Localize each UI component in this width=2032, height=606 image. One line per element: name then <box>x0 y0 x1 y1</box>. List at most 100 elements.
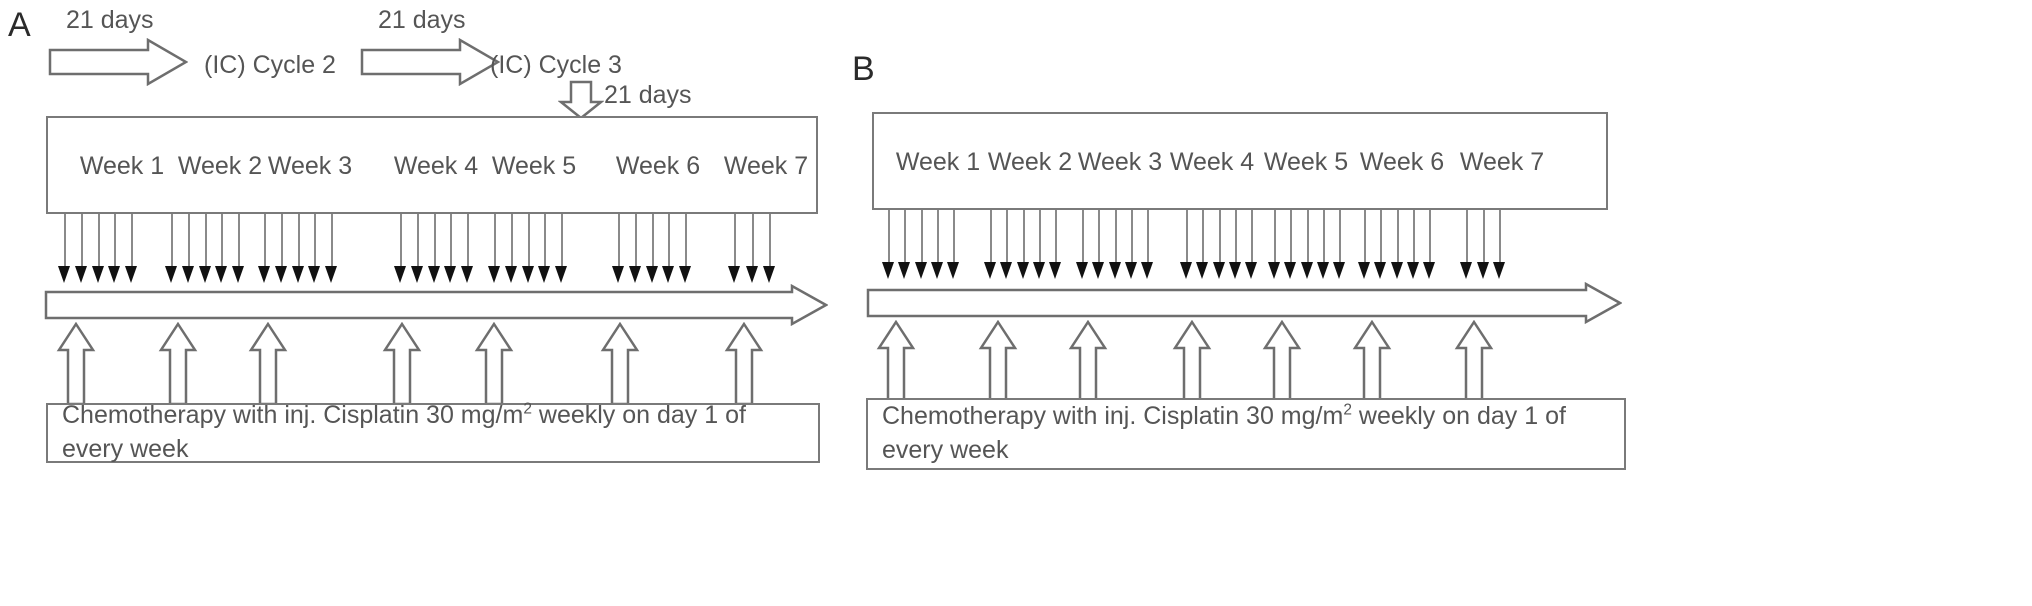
fraction-arrowhead-icon <box>984 262 996 279</box>
fraction-arrowhead-icon <box>1268 262 1280 279</box>
panel-b-chemo-box: Chemotherapy with inj. Cisplatin 30 mg/m… <box>866 398 1626 470</box>
fraction-stem <box>80 214 83 266</box>
radiation-fraction-tick <box>1092 210 1105 279</box>
fraction-arrowhead-icon <box>308 266 321 283</box>
radiation-fraction-tick <box>1460 210 1473 279</box>
radiation-fraction-tick <box>1423 210 1436 279</box>
fraction-stem <box>634 214 637 266</box>
fraction-arrowhead-icon <box>679 266 691 283</box>
radiation-fraction-tick <box>1476 210 1490 279</box>
fraction-arrowhead-icon <box>461 266 473 283</box>
fraction-stem <box>1251 210 1253 262</box>
fraction-stem <box>953 210 955 262</box>
radiation-fraction-tick <box>91 214 105 283</box>
fraction-stem <box>1306 210 1309 262</box>
fraction-arrowhead-icon <box>1245 262 1257 279</box>
radiation-fraction-tick <box>745 214 759 283</box>
radiation-fraction-tick <box>662 214 675 283</box>
panel-a-week-6: Week 6 <box>615 152 701 180</box>
panel-b-fractions-week-7 <box>1460 210 1506 279</box>
fraction-arrowhead-icon <box>745 266 758 283</box>
radiation-fraction-tick <box>1268 210 1281 279</box>
panel-b-fractions-week-2 <box>984 210 1062 279</box>
panel-b-week-label-row: Week 1 Week 2 Week 3 Week 4 Week 5 Week … <box>872 112 1608 210</box>
radiation-fraction-tick <box>1245 210 1258 279</box>
panel-b-week-6: Week 6 <box>1359 148 1445 176</box>
radiation-fraction-tick <box>914 210 928 279</box>
panel-b-week-1: Week 1 <box>895 148 981 176</box>
panel-a-week-4: Week 4 <box>393 152 479 180</box>
fraction-arrowhead-icon <box>1124 262 1137 279</box>
fraction-stem <box>1006 210 1009 262</box>
panel-b-week-4: Week 4 <box>1169 148 1255 176</box>
fraction-arrowhead-icon <box>882 262 894 279</box>
panel-a-fractions-week-1 <box>58 214 138 283</box>
fraction-stem <box>1274 210 1276 262</box>
fraction-arrowhead-icon <box>898 262 911 279</box>
radiation-fraction-tick <box>1076 210 1089 279</box>
panel-a-chemo-arrow-4 <box>382 322 422 406</box>
radiation-fraction-tick <box>521 214 535 283</box>
panel-a-fractions-week-7 <box>728 214 776 283</box>
fraction-stem <box>331 214 333 266</box>
fraction-stem <box>920 210 923 262</box>
panel-a-cycle-label-3: (IC) Cycle 3 <box>490 51 622 79</box>
radiation-fraction-tick <box>291 214 305 283</box>
panel-b-chemo-arrow-1 <box>876 320 916 402</box>
radiation-fraction-tick <box>125 214 138 283</box>
fraction-arrowhead-icon <box>1228 262 1241 279</box>
fraction-arrowhead-icon <box>1196 262 1209 279</box>
fraction-stem <box>510 214 513 266</box>
panel-a-week-box <box>46 116 818 214</box>
fraction-arrowhead-icon <box>1016 262 1029 279</box>
fraction-stem <box>1082 210 1084 262</box>
panel-b-fractions-week-6 <box>1358 210 1436 279</box>
fraction-arrowhead-icon <box>1141 262 1153 279</box>
fraction-arrowhead-icon <box>215 266 228 283</box>
fraction-arrowhead-icon <box>232 266 244 283</box>
panel-a-letter: A <box>8 6 31 44</box>
radiation-fraction-tick <box>1180 210 1193 279</box>
induction-cycle-arrow-1 <box>48 38 188 86</box>
fraction-stem <box>1364 210 1366 262</box>
radiation-fraction-tick <box>444 214 457 283</box>
panel-a-fractions-week-2 <box>165 214 245 283</box>
panel-b-chemo-arrow-6 <box>1352 320 1392 402</box>
fraction-stem <box>769 214 771 266</box>
radiation-fraction-tick <box>198 214 212 283</box>
radiation-fraction-tick <box>1358 210 1371 279</box>
panel-b-chemo-arrow-2 <box>978 320 1018 402</box>
fraction-arrowhead-icon <box>394 266 406 283</box>
radiation-fraction-tick <box>538 214 551 283</box>
fraction-arrowhead-icon <box>198 266 211 283</box>
radiation-fraction-tick <box>1196 210 1209 279</box>
radiation-fraction-tick <box>612 214 625 283</box>
panel-a-radiotherapy-timeline-arrow <box>44 284 828 326</box>
panel-a-chemo-box: Chemotherapy with inj. Cisplatin 30 mg/m… <box>46 401 820 463</box>
radiation-fraction-tick <box>58 214 71 283</box>
fraction-stem <box>171 214 173 266</box>
fraction-stem <box>936 210 939 262</box>
fraction-arrowhead-icon <box>165 266 177 283</box>
fraction-arrowhead-icon <box>91 266 104 283</box>
fraction-stem <box>1290 210 1293 262</box>
fraction-arrowhead-icon <box>504 266 517 283</box>
fraction-arrowhead-icon <box>1049 262 1061 279</box>
fraction-arrowhead-icon <box>108 266 121 283</box>
panel-a-chemo-suffix: weekly on day 1 of every week <box>62 401 746 463</box>
fraction-stem <box>1380 210 1383 262</box>
radiation-fraction-tick <box>274 214 288 283</box>
fraction-arrowhead-icon <box>728 266 740 283</box>
fraction-stem <box>1396 210 1399 262</box>
fraction-stem <box>685 214 687 266</box>
fraction-stem <box>618 214 620 266</box>
radiation-fraction-tick <box>165 214 178 283</box>
fraction-arrowhead-icon <box>947 262 959 279</box>
fraction-stem <box>888 210 890 262</box>
fraction-arrowhead-icon <box>914 262 927 279</box>
panel-b-chemo-prefix: Chemotherapy with inj. Cisplatin 30 mg/m <box>882 402 1344 431</box>
radiation-fraction-tick <box>628 214 642 283</box>
panel-b-fractions-week-4 <box>1180 210 1258 279</box>
fraction-stem <box>314 214 317 266</box>
fraction-arrowhead-icon <box>521 266 534 283</box>
